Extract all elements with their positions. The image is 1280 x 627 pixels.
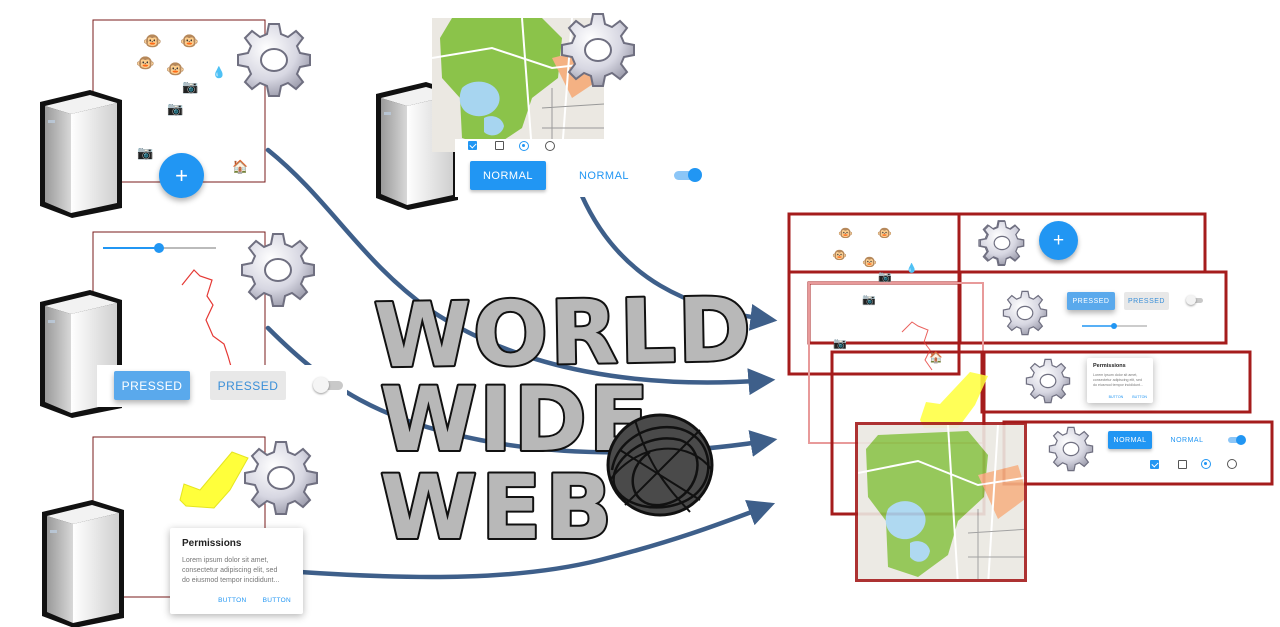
arrow-1 [265, 147, 776, 396]
camera-icon: 📷 [878, 271, 892, 283]
map-graphic [858, 425, 1024, 579]
controls-strip [455, 139, 605, 153]
route-path [181, 269, 233, 371]
title-lettering: WORLD WIDE WEB [371, 276, 756, 561]
server-icon-1 [40, 90, 122, 218]
pin-icon: 💧 [212, 67, 226, 79]
permissions-dialog-composite: Permissions Lorem ipsum dolor sit amet, … [1087, 358, 1153, 403]
monkey-icon: 🐵 [832, 248, 847, 262]
monkey-icon: 🐵 [877, 226, 892, 240]
title-line-1: WORLD [373, 278, 754, 388]
map-graphic [432, 18, 604, 152]
dialog-button-2[interactable]: BUTTON [262, 597, 291, 604]
dialog-body-line-3: do eiusmod tempor incididunt... [182, 577, 280, 584]
camera-icon: 📷 [833, 338, 847, 350]
toggle-switch-on-composite[interactable] [1228, 435, 1246, 445]
dialog-body-line-1: Lorem ipsum dolor sit amet, [1093, 373, 1138, 377]
fab-add-button[interactable]: + [159, 153, 204, 198]
dialog-body-line-2: consectetur adipiscing elit, sed [1093, 378, 1142, 382]
pressed-flat-button-composite[interactable]: PRESSED [1124, 292, 1169, 310]
dialog-body-line-3: do eiusmod tempor incididunt... [1093, 383, 1143, 387]
gear-icon-comp-a [979, 220, 1025, 266]
radio-unselected-composite[interactable] [1227, 459, 1237, 469]
home-icon: 🏠 [929, 352, 943, 364]
arrow-4 [297, 499, 776, 580]
camera-icon: 📷 [862, 294, 876, 306]
normal-flat-button-composite[interactable]: NORMAL [1170, 436, 1204, 444]
checkbox-unchecked-composite[interactable] [1178, 460, 1187, 469]
gear-icon-comp-c [1025, 358, 1071, 404]
slider-thumb [154, 243, 164, 253]
normal-button[interactable]: NORMAL [470, 161, 546, 190]
dialog-body-line-2: consectetur adipiscing elit, sed [182, 567, 278, 574]
pin-icon: 💧 [906, 263, 918, 273]
checkbox-checked[interactable] [468, 141, 477, 150]
title-line-3: WEB [380, 456, 616, 559]
title-line-2: WIDE [380, 368, 651, 471]
camera-icon: 📷 [182, 79, 199, 94]
dialog-button-1[interactable]: BUTTON [1108, 395, 1124, 399]
highlighter-mark [179, 451, 249, 509]
normal-flat-button[interactable]: NORMAL [578, 169, 630, 182]
toggle-switch-off-composite[interactable] [1186, 295, 1204, 305]
gear-icon-2 [560, 12, 636, 88]
pressed-button[interactable]: PRESSED [114, 371, 190, 400]
gear-icon-comp-d [1048, 426, 1094, 472]
monkey-icon: 🐵 [143, 33, 162, 50]
pressed-button-composite[interactable]: PRESSED [1067, 292, 1115, 310]
home-icon: 🏠 [232, 159, 249, 174]
radio-selected[interactable] [519, 141, 529, 151]
checkbox-checked-composite[interactable] [1150, 460, 1159, 469]
dialog-button-1[interactable]: BUTTON [218, 597, 247, 604]
pressed-flat-button[interactable]: PRESSED [210, 371, 286, 400]
plus-icon: + [1052, 230, 1065, 251]
gear-icon-3 [241, 233, 315, 307]
monkey-icon: 🐵 [180, 33, 199, 50]
gear-icon-4 [244, 441, 318, 515]
dialog-title: Permissions [1093, 363, 1126, 369]
scribbled-globe-icon [606, 413, 714, 517]
gear-icon-1 [237, 23, 311, 97]
toggle-switch-off[interactable] [313, 377, 345, 393]
camera-icon: 📷 [167, 101, 184, 116]
monkey-icon: 🐵 [136, 55, 155, 72]
radio-selected-composite[interactable] [1201, 459, 1211, 469]
server-icon-4 [42, 500, 124, 627]
checkbox-unchecked[interactable] [495, 141, 504, 150]
dialog-body-line-1: Lorem ipsum dolor sit amet, [182, 557, 269, 564]
normal-button-composite[interactable]: NORMAL [1108, 431, 1152, 449]
arrow-2 [579, 193, 778, 331]
monkey-icon: 🐵 [166, 61, 185, 78]
plus-icon: + [175, 162, 188, 188]
monkey-icon: 🐵 [838, 226, 853, 240]
gear-icon-comp-b [1002, 290, 1048, 336]
map-view-composite[interactable] [855, 422, 1027, 582]
fab-add-button-composite[interactable]: + [1039, 221, 1078, 260]
dialog-title: Permissions [182, 538, 242, 549]
permissions-dialog: Permissions Lorem ipsum dolor sit amet, … [170, 528, 303, 614]
monkey-icon: 🐵 [862, 255, 877, 269]
toggle-switch-on[interactable] [674, 168, 704, 182]
map-view[interactable] [432, 18, 604, 152]
camera-icon: 📷 [137, 145, 154, 160]
radio-unselected[interactable] [545, 141, 555, 151]
dialog-button-2[interactable]: BUTTON [1132, 395, 1147, 399]
